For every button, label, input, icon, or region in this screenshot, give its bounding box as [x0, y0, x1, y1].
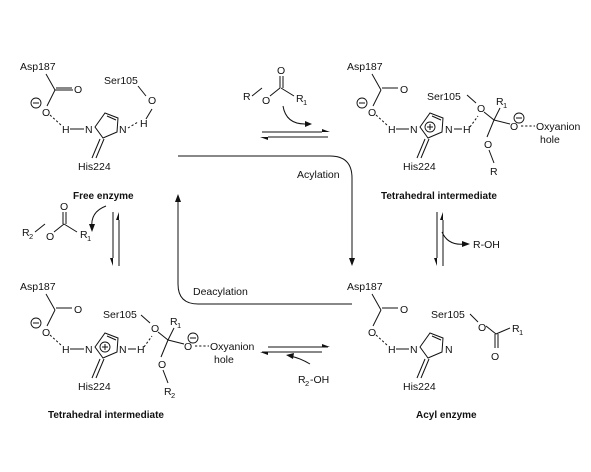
acyl-enzyme-title: Acyl enzyme [416, 410, 477, 421]
ester-substrate-top: R O O R 1 [243, 65, 330, 140]
atom-r1: R [80, 229, 88, 241]
tetrahedral-intermediate-bottom: Asp187 O O H N N His224 H O Ser105 R 1 O [20, 281, 255, 421]
asp-label: Asp187 [20, 281, 56, 293]
oxyanion-label: Oxyanion [210, 341, 255, 353]
alcohol-r2-subscript: 2 [305, 379, 309, 388]
atom-o: O [151, 323, 159, 335]
atom-n: N [85, 124, 93, 136]
subscript-2: 2 [29, 232, 33, 241]
subscript-1: 1 [303, 98, 307, 107]
oxyanion-hole-label: hole [540, 134, 560, 146]
his-label: His224 [78, 161, 111, 173]
ser-label: Ser105 [427, 91, 461, 103]
alcohol-r2-prefix: R [298, 374, 306, 386]
atom-o: O [74, 84, 82, 96]
ser-label: Ser105 [103, 309, 137, 321]
atom-o: O [262, 95, 270, 107]
oxyanion-hole-label: hole [214, 354, 234, 366]
atom-n: N [410, 344, 418, 356]
atom-h: H [388, 124, 396, 136]
asp-label: Asp187 [347, 61, 383, 73]
his-label: His224 [403, 381, 436, 393]
atom-h: H [463, 124, 471, 136]
free-enzyme-title: Free enzyme [73, 191, 134, 202]
atom-o: O [478, 322, 486, 334]
tetrahedral-intermediate-title: Tetrahedral intermediate [48, 410, 164, 421]
his-label: His224 [78, 381, 111, 393]
subscript-1: 1 [87, 234, 91, 243]
atom-o: O [60, 201, 68, 213]
his-label: His224 [403, 161, 436, 173]
atom-o: O [148, 95, 156, 107]
atom-n: N [410, 124, 418, 136]
atom-n: N [85, 344, 93, 356]
atom-r2: R [164, 386, 172, 398]
atom-h: H [388, 344, 396, 356]
subscript-1: 1 [519, 328, 523, 337]
atom-o: O [368, 327, 376, 339]
atom-n: N [445, 124, 453, 136]
atom-r2: R [22, 227, 30, 239]
ester-substrate-left: R 2 O O R 1 [22, 201, 120, 266]
atom-r: R [243, 91, 251, 103]
alcohol-release-right: R-OH [434, 212, 500, 266]
atom-n: N [119, 124, 127, 136]
oxyanion-label: Oxyanion [536, 121, 581, 133]
atom-h: H [62, 124, 70, 136]
atom-h: H [62, 344, 70, 356]
atom-o: O [368, 107, 376, 119]
ser-label: Ser105 [431, 309, 465, 321]
atom-o: O [184, 341, 192, 353]
atom-r1: R [512, 323, 520, 335]
atom-o: O [277, 65, 285, 77]
atom-r1: R [296, 93, 304, 105]
tetrahedral-intermediate-top: Asp187 O O H N N His224 H O Ser105 R 1 O [347, 61, 581, 202]
alcohol-product: R-OH [473, 239, 500, 251]
catalytic-cycle-arrows: Acylation Deacylation [175, 155, 355, 305]
atom-o: O [42, 327, 50, 339]
atom-o: O [510, 121, 518, 133]
subscript-1: 1 [503, 101, 507, 110]
atom-r: R [490, 166, 498, 178]
alcohol-addition-bottom: R 2 -OH [260, 344, 330, 388]
ser-label: Ser105 [104, 75, 138, 87]
atom-h: H [140, 118, 148, 130]
subscript-2: 2 [171, 391, 175, 400]
atom-n: N [119, 344, 127, 356]
atom-h: H [137, 344, 145, 356]
atom-o: O [46, 231, 54, 243]
tetrahedral-intermediate-title: Tetrahedral intermediate [381, 191, 497, 202]
atom-r1: R [496, 96, 504, 108]
free-enzyme-structure: Asp187 O O H N N His224 H O Ser105 Free … [20, 61, 156, 202]
subscript-1: 1 [177, 321, 181, 330]
acylation-label: Acylation [297, 169, 340, 181]
deacylation-arrow [177, 200, 352, 305]
atom-o: O [400, 84, 408, 96]
atom-o: O [477, 103, 485, 115]
acyl-enzyme-structure: Asp187 O O H N N His224 Ser105 O R 1 O A… [347, 281, 523, 421]
atom-o: O [158, 359, 166, 371]
atom-r1: R [170, 316, 178, 328]
acylation-arrow [178, 155, 353, 260]
atom-o: O [42, 107, 50, 119]
asp-label: Asp187 [20, 61, 56, 73]
asp-label: Asp187 [347, 281, 383, 293]
atom-o: O [484, 139, 492, 151]
alcohol-r2-suffix: -OH [310, 374, 329, 386]
deacylation-label: Deacylation [193, 286, 248, 298]
atom-o: O [74, 304, 82, 316]
atom-o: O [400, 304, 408, 316]
atom-n: N [445, 344, 453, 356]
atom-o: O [491, 351, 499, 363]
